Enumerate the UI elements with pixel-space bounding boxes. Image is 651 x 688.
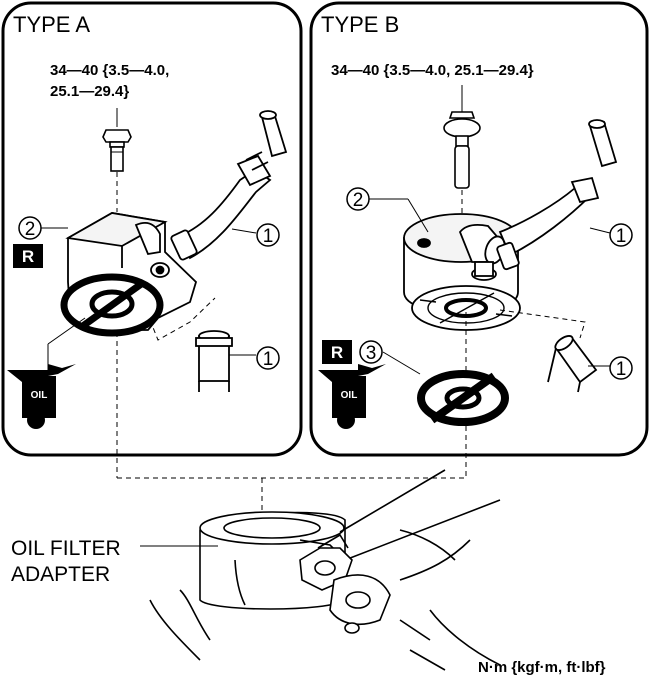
type-b-callout-3: 3	[359, 340, 383, 364]
adapter-label-line2: ADAPTER	[11, 563, 111, 586]
type-a-callout-2: 2	[18, 216, 42, 240]
type-b-oil-can-icon: OIL	[318, 364, 386, 429]
svg-text:OIL: OIL	[341, 390, 358, 401]
svg-text:1: 1	[616, 226, 627, 247]
type-a-title: TYPE A	[13, 12, 91, 37]
type-a-oil-can-icon: OIL	[7, 364, 76, 429]
type-b-callout-1-lower: 1	[609, 356, 633, 380]
type-b-callout-1-upper: 1	[609, 223, 633, 247]
type-a-bolt	[102, 108, 132, 172]
svg-text:R: R	[22, 247, 34, 266]
type-b-dash-link	[499, 309, 586, 339]
type-a-replace-badge: R	[13, 244, 43, 268]
type-b-torque: 34—40 {3.5—4.0, 25.1—29.4}	[331, 62, 534, 79]
type-a-filter-face	[60, 273, 164, 337]
type-a-panel-frame	[1, 1, 303, 457]
type-b-lower-hose	[547, 335, 598, 393]
adapter-dash-links	[116, 332, 467, 528]
svg-text:2: 2	[353, 190, 364, 211]
type-a-dash-link	[149, 297, 216, 341]
type-b-panel-frame	[309, 1, 649, 457]
type-b-replace-badge: R	[322, 340, 352, 364]
torque-units-note: N·m {kgf·m, ft·lbf}	[478, 659, 606, 676]
oil-filter-adapter-drawing	[149, 469, 501, 671]
svg-text:2: 2	[25, 219, 36, 240]
type-a-torque-line2: 25.1—29.4}	[50, 83, 130, 100]
svg-text:3: 3	[366, 343, 377, 364]
type-a-upper-hose	[170, 110, 288, 261]
type-b-title: TYPE B	[321, 12, 400, 37]
svg-text:1: 1	[616, 359, 627, 380]
type-a-callout-1-lower: 1	[256, 346, 280, 370]
svg-text:1: 1	[263, 226, 274, 247]
type-b-seal-ring	[417, 370, 509, 426]
svg-text:1: 1	[263, 349, 274, 370]
type-a-lower-hose	[195, 330, 233, 392]
type-b-filter-face-underside	[411, 285, 521, 331]
type-a-torque-line1: 34—40 {3.5—4.0,	[50, 62, 170, 79]
type-b-upper-hose	[496, 119, 618, 271]
svg-text:R: R	[331, 343, 343, 362]
type-b-bolt	[443, 85, 481, 189]
svg-text:OIL: OIL	[31, 390, 48, 401]
adapter-label-line1: OIL FILTER	[11, 537, 121, 560]
type-b-callout-2: 2	[346, 187, 370, 211]
type-a-callout-1-upper: 1	[256, 223, 280, 247]
